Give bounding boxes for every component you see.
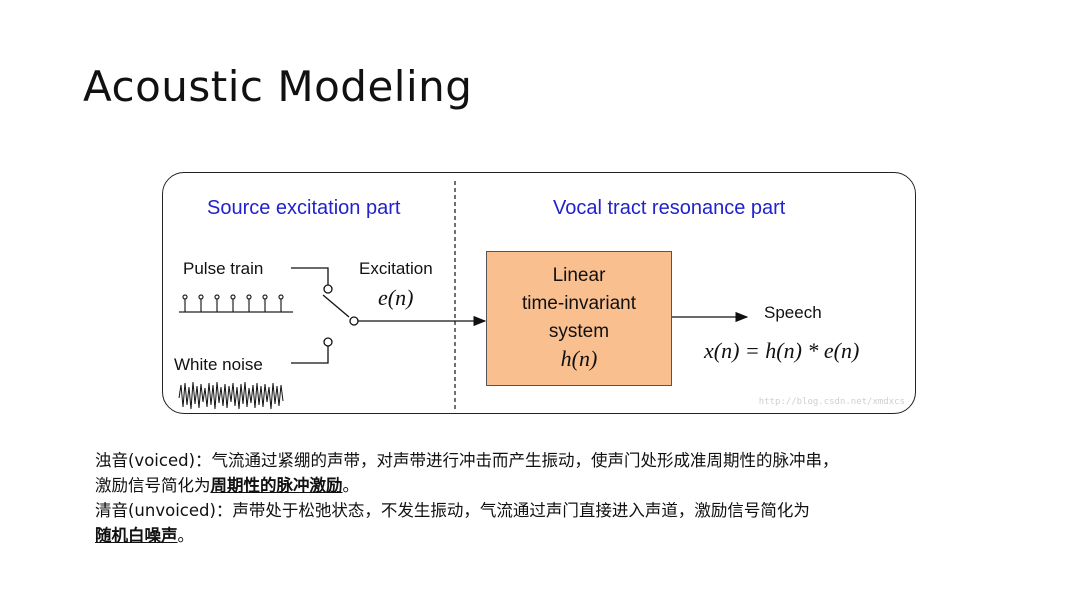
voiced-emphasis: 周期性的脉冲激励 — [210, 476, 343, 495]
unvoiced-emphasis: 随机白噪声 — [95, 526, 178, 545]
unvoiced-line-2: 随机白噪声。 — [95, 526, 194, 545]
watermark: http://blog.csdn.net/xmdxcs — [758, 397, 905, 407]
impulse-response: h(n) — [560, 346, 598, 371]
voiced-line-2: 激励信号简化为周期性的脉冲激励。 — [95, 476, 359, 495]
vocal-tract-heading: Vocal tract resonance part — [553, 197, 786, 219]
pulse-train-icon — [179, 294, 293, 313]
unvoiced-line-1: 清音(unvoiced)：声带处于松弛状态，不发生振动，气流通过声门直接进入声道… — [95, 501, 810, 520]
source-excitation-heading: Source excitation part — [207, 197, 401, 219]
white-noise-label: White noise — [174, 355, 263, 374]
slide-title: Acoustic Modeling — [83, 62, 473, 111]
excitation-label: Excitation — [359, 259, 433, 278]
excitation-signal: e(n) — [378, 285, 414, 310]
source-filter-diagram: Source excitation part Vocal tract reson… — [162, 172, 916, 414]
lti-system-label: Linear time-invariant system — [521, 265, 637, 342]
explanation-notes: 浊音(voiced)：气流通过紧绷的声带，对声带进行冲击而产生振动，使声门处形成… — [95, 448, 1015, 548]
speech-equation: x(n) = h(n) * e(n) — [704, 338, 860, 363]
diagram-wires — [178, 181, 749, 410]
pulse-train-label: Pulse train — [183, 259, 264, 278]
excitation-switch — [291, 267, 359, 364]
lti-system-box: Linear time-invariant system h(n) — [486, 251, 672, 386]
speech-label: Speech — [764, 303, 822, 322]
white-noise-icon — [178, 381, 284, 410]
voiced-line-1: 浊音(voiced)：气流通过紧绷的声带，对声带进行冲击而产生振动，使声门处形成… — [95, 451, 839, 470]
